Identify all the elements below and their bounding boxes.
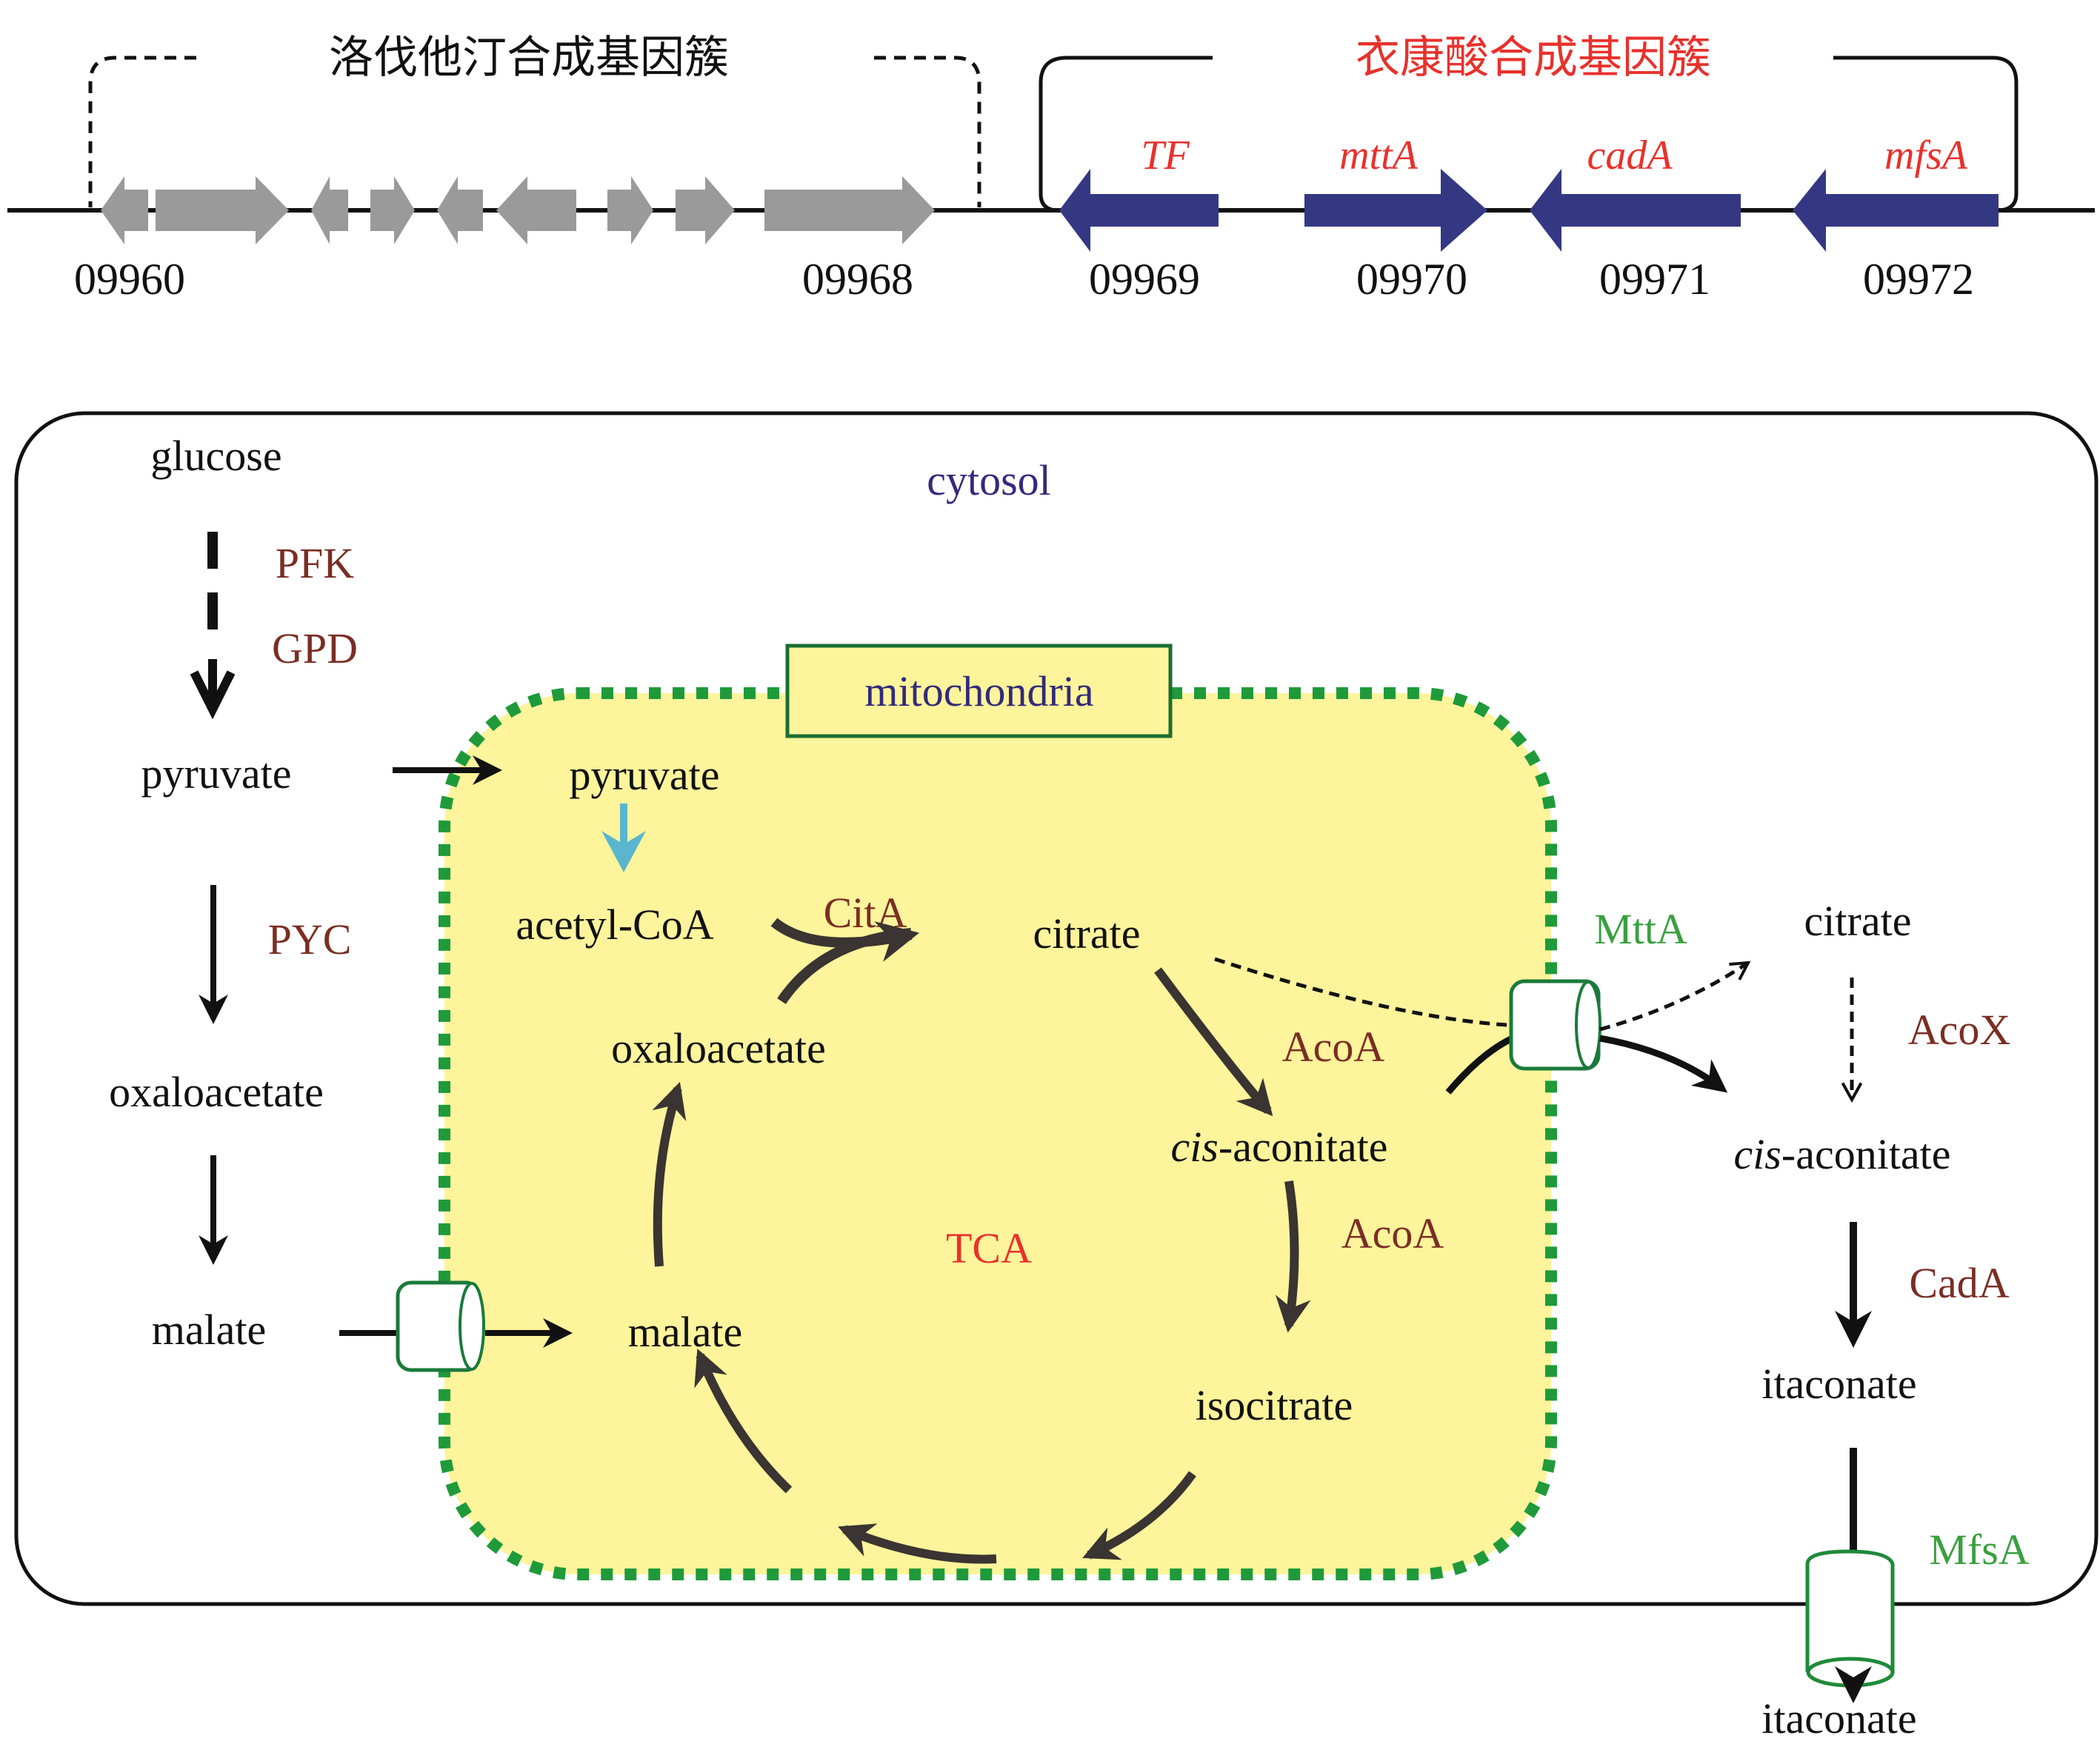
tca-label: TCA [946,1224,1032,1272]
gene-name-tf: TF [1141,133,1190,178]
mfsa-transporter-icon [1805,1549,1895,1688]
mitochondria-label: mitochondria [864,667,1093,715]
metabolite-itaconate-extracellular: itaconate [1761,1694,1916,1743]
metabolite-pyruvate-mito: pyruvate [570,751,720,799]
metabolite-isocitrate: isocitrate [1196,1381,1353,1429]
gene-name-mfsa: mfsA [1884,133,1968,178]
arrow-to-cisaconitate-cytosol [1599,1035,1728,1093]
mtta-transporter-icon [1509,979,1601,1071]
transporter-mfsa: MfsA [1929,1526,2029,1574]
gene-arrow-cada [1530,169,1741,252]
cis-prefix: cis [1170,1123,1218,1171]
itaconate-cluster-bracket [1039,56,2019,213]
enzyme-gpd: GPD [272,624,358,672]
gene-arrow-right [764,176,935,244]
lovastatin-cluster-bracket [88,56,981,207]
metabolite-oxaloacetate-mito: oxaloacetate [611,1024,826,1072]
metabolite-glucose: glucose [150,432,281,480]
itaconate-genes [1059,169,1999,252]
lovastatin-genes [101,176,935,244]
arrow-to-citrate-cytosol-dashed [1599,960,1751,1032]
aconitate-suffix: -aconitate [1781,1130,1951,1178]
mitochondria-label-box [785,644,1173,738]
gene-id-09960: 09960 [74,255,185,304]
aconitate-suffix: -aconitate [1219,1123,1388,1171]
gene-arrow-mtta [1304,169,1487,252]
gene-name-mtta: mttA [1339,133,1419,178]
gene-arrow-left [101,176,148,244]
gene-arrow-left [496,176,576,244]
enzyme-cada: CadA [1909,1259,2009,1307]
gene-id-09972: 09972 [1863,255,1974,304]
gene-arrow-right [676,176,735,244]
gene-arrow-left [311,176,348,244]
arrow-pyruvate-acetylcoa [601,803,646,872]
metabolite-citrate-mito: citrate [1033,909,1141,958]
metabolite-oxaloacetate-cytosol: oxaloacetate [109,1068,324,1116]
gene-arrow-right [607,176,653,244]
enzyme-pfk: PFK [276,539,355,587]
transporter-mtta: MttA [1594,905,1687,953]
gene-arrow-right [156,176,289,244]
metabolite-malate-mito: malate [628,1308,743,1356]
gene-id-09968: 09968 [802,255,913,304]
gene-cluster-panel: 洛伐他汀合成基因簇 09960 09968 衣康酸合成基因簇 TF mttA c… [7,32,2095,304]
enzyme-pyc: PYC [268,915,352,963]
enzyme-acox: AcoX [1908,1006,2011,1054]
arrow-head-pyruvate [190,670,236,720]
cytosol-label: cytosol [927,456,1051,504]
metabolite-acetylcoa: acetyl-CoA [516,901,713,949]
arrow-citrate-export-dashed [1214,957,1523,1028]
metabolite-pyruvate-cytosol: pyruvate [141,749,292,798]
arrow-oxaloacetate-citrate [777,928,912,1004]
metabolite-citrate-cytosol: citrate [1804,897,1912,945]
gene-id-09969: 09969 [1089,255,1200,304]
enzyme-cita: CitA [824,889,907,937]
gene-arrow-mfsa [1793,169,1999,252]
pathway-panel: mitochondria cytosol TCA glucose PFK GPD… [14,411,2099,1743]
arrow-cycle-bottom [838,1523,997,1564]
cis-prefix: cis [1733,1130,1781,1178]
metabolite-malate-cytosol: malate [152,1306,267,1354]
lovastatin-cluster-title: 洛伐他汀合成基因簇 [329,32,729,84]
itaconate-cluster-title: 衣康酸合成基因簇 [1356,32,1711,84]
gene-arrow-left [437,176,483,244]
enzyme-acoa-2: AcoA [1341,1209,1444,1257]
metabolite-cisaconitate-cytosol: cis-aconitate [1733,1130,1950,1178]
arrow-cisaconitate-isocitrate [1275,1180,1311,1333]
gene-id-09971: 09971 [1599,255,1710,304]
gene-arrow-tf [1059,169,1219,252]
metabolite-cisaconitate-mito: cis-aconitate [1170,1123,1387,1171]
metabolite-itaconate-cytosol: itaconate [1761,1360,1916,1408]
enzyme-acoa-1: AcoA [1282,1023,1385,1071]
gene-name-cada: cadA [1587,133,1673,178]
arrow-malate-oxaloacetate [652,1081,687,1267]
gene-id-09970: 09970 [1356,255,1467,304]
gene-arrow-right [370,176,415,244]
arrow-cycle-malate [694,1349,793,1494]
malate-transporter-icon [396,1280,485,1372]
arrow-isocitrate-cycle [1082,1471,1196,1560]
arrow-citrate-cisaconitate [1154,967,1273,1117]
